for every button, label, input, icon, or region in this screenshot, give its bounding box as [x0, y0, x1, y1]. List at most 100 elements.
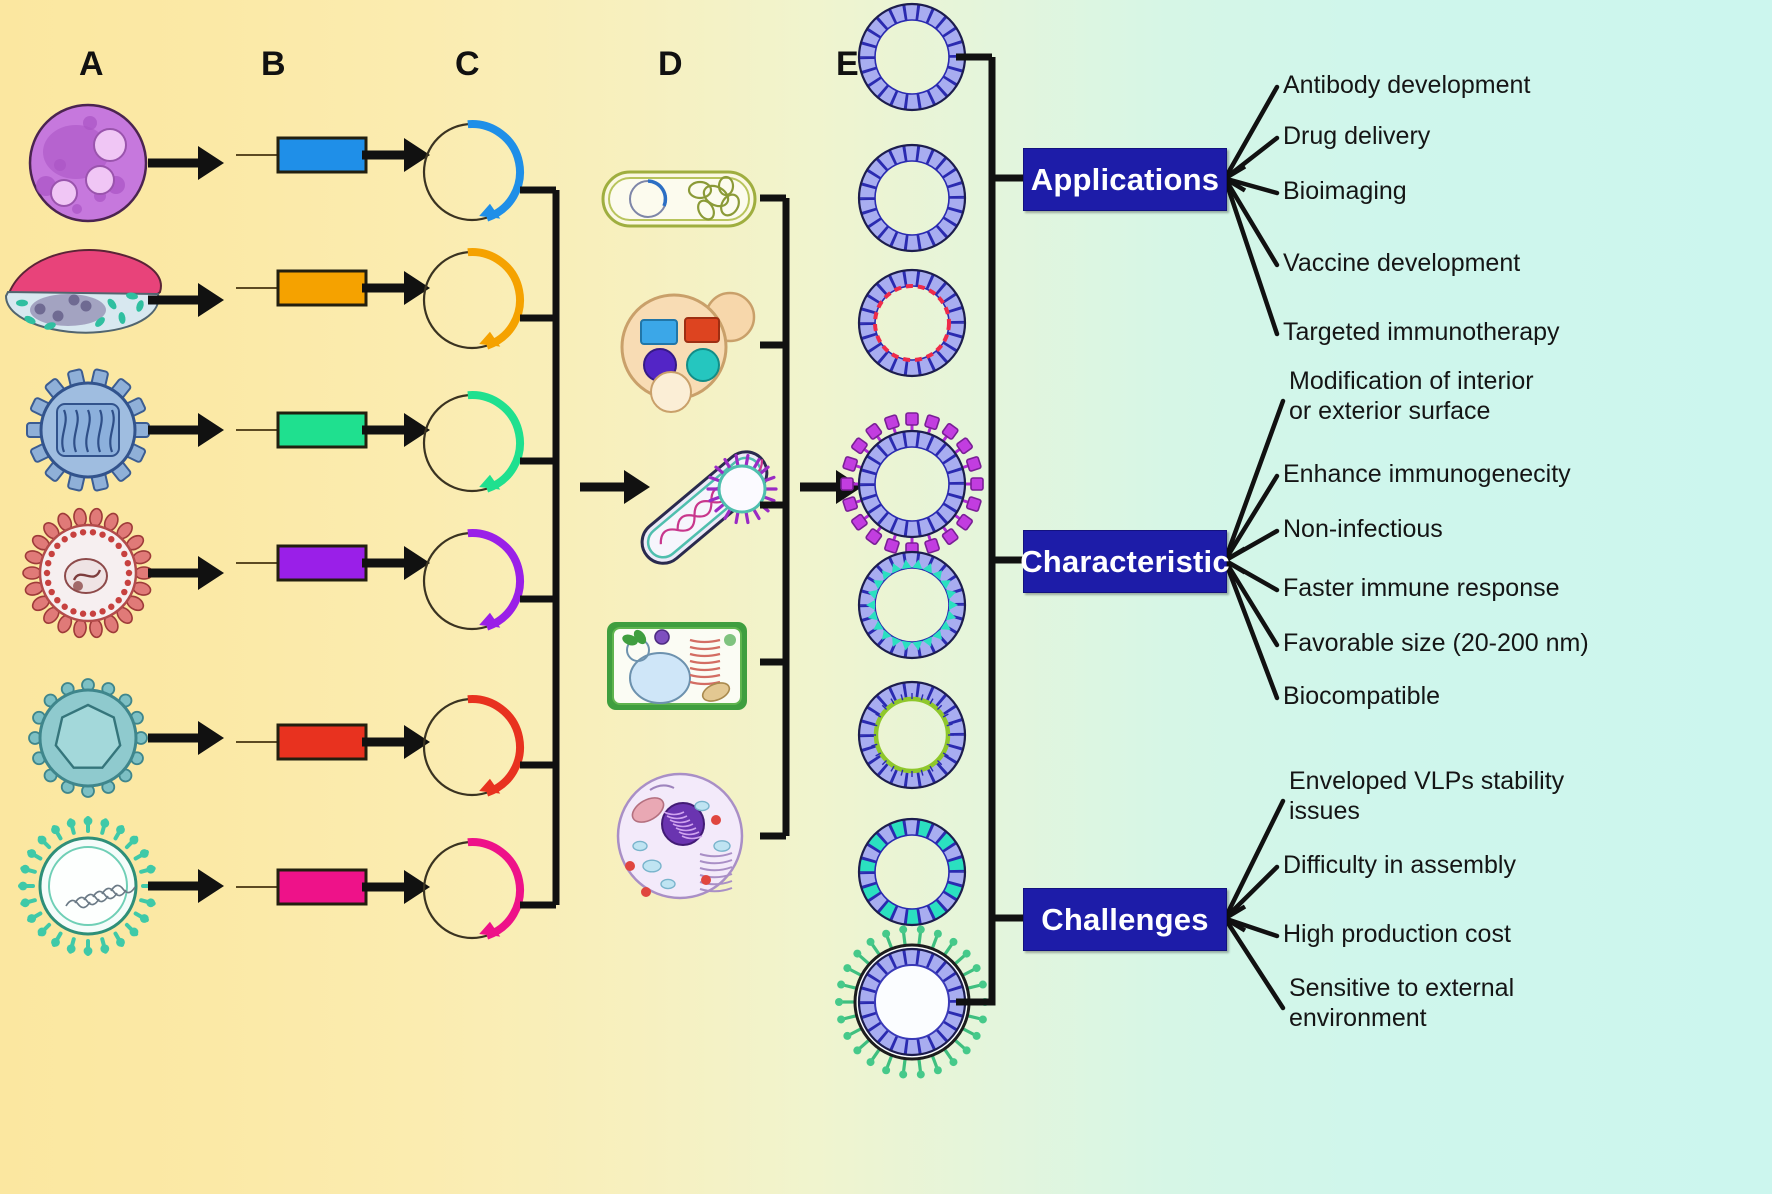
- spike-head-22: [139, 849, 149, 858]
- vacuole-1: [85, 165, 115, 195]
- insert-arrowhead: [479, 331, 501, 347]
- dna-strand-2: [85, 409, 91, 453]
- host-mammalian-cell-host: [616, 772, 744, 900]
- inner-spike-12: [867, 589, 878, 600]
- source-plant-leaf-tissue-cell: [4, 248, 162, 334]
- golgi-0: [699, 852, 733, 858]
- panel-letter-A: A: [79, 45, 104, 83]
- arrow-shaft: [148, 295, 198, 305]
- connector-leaf-enhance-immunogenecity: [1222, 473, 1280, 563]
- arrow-head: [198, 413, 224, 447]
- env-spike-head-14: [837, 980, 846, 989]
- spike-head-17: [66, 818, 76, 828]
- arrow-gene-to-plasmid-6: [362, 870, 430, 904]
- capsomer-5: [905, 1037, 921, 1056]
- arrow-head: [198, 283, 224, 317]
- inner-tick-21: [936, 704, 943, 711]
- source-capsid-polyhedral-virus: [28, 678, 148, 798]
- env-spike-head-7: [899, 1070, 908, 1079]
- matrix-dot-17: [61, 536, 68, 543]
- spike-head-0: [970, 477, 984, 491]
- leaf-bioimaging: Bioimaging: [1283, 177, 1407, 205]
- dna-strand-4: [109, 409, 115, 453]
- arrow-shaft: [580, 482, 624, 492]
- env-spike-16: [857, 953, 871, 966]
- nucleus-p: [654, 629, 670, 645]
- vlp-green-inner-ring: [857, 680, 967, 790]
- leaf-antibody-development: Antibody development: [1283, 71, 1531, 99]
- spike-head-19: [100, 818, 110, 828]
- inner-spike-9: [873, 620, 884, 630]
- plasmid-insert: [647, 179, 668, 207]
- node-applications[interactable]: Applications: [1023, 148, 1227, 211]
- arrow-source-to-gene-5: [148, 721, 224, 755]
- capsomer-16: [903, 681, 919, 700]
- spike-head-4: [924, 537, 940, 554]
- gene-cassette-5: [276, 723, 368, 761]
- inner-spike-4: [922, 636, 932, 647]
- insert-arrowhead: [479, 203, 501, 219]
- matrix-dot-7: [79, 610, 87, 617]
- inner-tick-1: [946, 743, 953, 747]
- golgi-3: [699, 873, 733, 879]
- env-spike-25: [965, 983, 983, 990]
- node-characteristic[interactable]: Characteristic: [1020, 530, 1230, 593]
- nucleoid-loop-2: [697, 199, 715, 221]
- spike-head-7: [865, 528, 883, 545]
- env-spike-20: [917, 929, 923, 948]
- plasmid-3: [422, 391, 524, 493]
- insert-arrowhead: [479, 612, 501, 628]
- chloroplast-0: [16, 299, 28, 307]
- tree-bottom-tick: [956, 918, 996, 1006]
- inner-ring: [873, 696, 951, 774]
- env-spike-head-3: [962, 1046, 971, 1055]
- organelle-0: [54, 159, 66, 171]
- arrow-head: [624, 470, 650, 504]
- spike-head-16: [51, 825, 60, 835]
- inner-spike-0: [949, 600, 958, 610]
- arrow-head: [404, 138, 430, 172]
- gene-construct-4: [236, 544, 368, 582]
- vesicle-0: [642, 859, 662, 873]
- chloroplast-5: [95, 317, 105, 327]
- matrix-dot-12: [44, 579, 52, 587]
- inner-tick-16: [890, 698, 895, 705]
- capsomer-16: [903, 430, 919, 449]
- node-challenges[interactable]: Challenges: [1023, 888, 1227, 951]
- env-spike-head-25: [978, 980, 987, 989]
- spike-head-12: [18, 881, 28, 891]
- env-spike-18: [885, 934, 894, 951]
- arrow-shaft: [362, 882, 404, 892]
- env-spike-head-16: [853, 949, 862, 958]
- matrix-dot-24: [121, 550, 128, 558]
- expressed-protein-blue: [640, 319, 678, 345]
- env-spike-7: [901, 1056, 907, 1075]
- env-spike-head-15: [843, 964, 852, 973]
- spike-head-5: [100, 944, 110, 954]
- arrow-source-to-gene-3: [148, 413, 224, 447]
- leaf-enhance-immunogenecity: Enhance immunogenecity: [1283, 460, 1571, 488]
- rna-coil-1: [74, 896, 100, 906]
- matrix-dot-8: [70, 608, 77, 615]
- lysosome-1: [701, 875, 711, 885]
- vacuole-0: [93, 128, 127, 162]
- leaf-cell-nucleolus-2: [80, 300, 92, 312]
- panel-letter-E: E: [836, 45, 859, 83]
- spike-head-10: [840, 477, 854, 491]
- env-spike-11: [847, 1026, 864, 1037]
- arrow-shaft: [148, 733, 198, 743]
- inner-spike-15: [892, 563, 902, 574]
- env-spike-head-9: [866, 1058, 875, 1067]
- spike-head-2: [139, 914, 149, 923]
- envelope-spike-11: [22, 566, 42, 580]
- insert-arc: [467, 838, 524, 940]
- rna-coil-4: [101, 887, 127, 897]
- env-spike-12: [841, 1014, 859, 1021]
- capsomer-5: [905, 519, 921, 538]
- node-characteristic-label: Characteristic: [1020, 543, 1230, 579]
- matrix-dot-14: [44, 559, 52, 567]
- chloroplast-2: [107, 298, 117, 310]
- spike-head-18: [956, 437, 973, 455]
- expressed-protein-red: [684, 317, 720, 343]
- env-spike-head-19: [899, 925, 908, 934]
